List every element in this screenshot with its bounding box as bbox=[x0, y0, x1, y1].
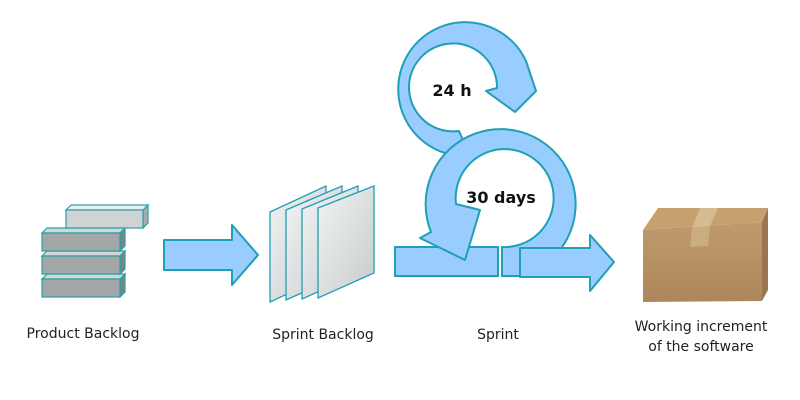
backlog-block-top bbox=[64, 203, 150, 230]
sprint-backlog-icon bbox=[269, 184, 375, 304]
backlog-block-1 bbox=[40, 226, 127, 253]
box-front bbox=[643, 222, 762, 302]
flow-arrow-1 bbox=[163, 224, 259, 286]
working-increment-box-icon bbox=[643, 208, 768, 302]
daily-loop-label: 24 h bbox=[432, 81, 471, 100]
increment-label-line1: Working increment bbox=[635, 319, 768, 335]
product-backlog-label: Product Backlog bbox=[27, 326, 140, 342]
flow-arrow-2 bbox=[519, 234, 615, 292]
backlog-sheet-4 bbox=[317, 185, 375, 300]
backlog-block-3 bbox=[40, 272, 127, 299]
backlog-block-2 bbox=[40, 249, 127, 276]
sprint-loop-label: 30 days bbox=[466, 188, 536, 207]
sprint-backlog-label: Sprint Backlog bbox=[272, 327, 374, 343]
box-side bbox=[762, 208, 768, 301]
sprint-label: Sprint bbox=[477, 327, 519, 343]
increment-label-line2: of the software bbox=[648, 339, 754, 355]
product-backlog-icon bbox=[40, 203, 150, 299]
box-tape-front bbox=[690, 226, 710, 247]
box-tape bbox=[692, 208, 718, 228]
sprint-loop-arrow bbox=[419, 128, 577, 277]
daily-loop-arrow bbox=[397, 21, 537, 158]
